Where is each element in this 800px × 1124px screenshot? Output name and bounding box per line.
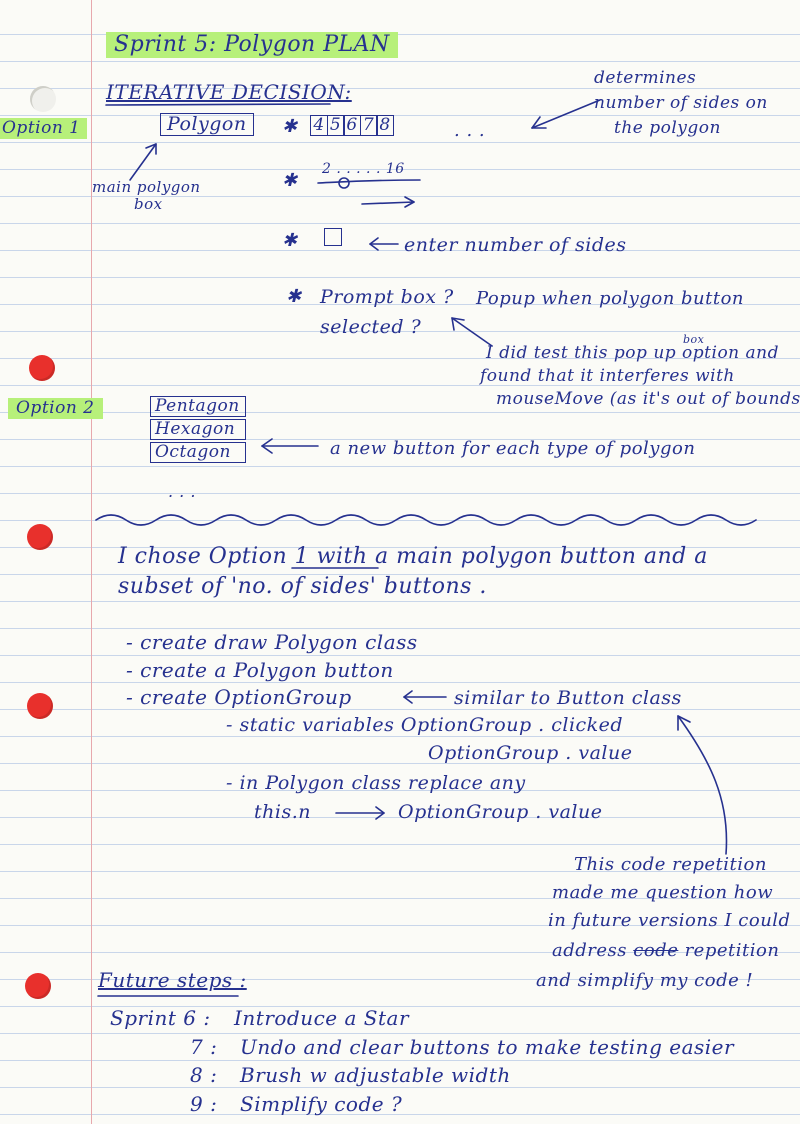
- heading-underline: [105, 103, 331, 106]
- arrow-head: [451, 317, 465, 331]
- arrow-head: [375, 806, 385, 820]
- task-item: - create draw Polygon class: [126, 630, 418, 654]
- task-item: OptionGroup . value: [398, 801, 603, 823]
- bullet-star: ✱: [286, 286, 302, 307]
- future-step-number: 9 :: [190, 1092, 218, 1116]
- task-note: similar to Button class: [454, 687, 682, 709]
- input-note: enter number of sides: [404, 234, 627, 256]
- side-note-line: the polygon: [614, 118, 721, 138]
- binder-hole: [30, 86, 56, 112]
- annotation-arrow: [531, 99, 601, 129]
- arrow-head: [369, 237, 379, 251]
- prompt-line: selected ?: [320, 316, 422, 338]
- future-step-number: Sprint 6 :: [110, 1006, 211, 1030]
- annotation-arrow: [129, 143, 157, 181]
- wavy-divider: [95, 514, 757, 526]
- number-button-sketch: 5: [326, 115, 345, 136]
- section-heading: ITERATIVE DECISION:: [106, 80, 352, 104]
- binder-hole: [27, 693, 53, 719]
- task-item: - create a Polygon button: [126, 658, 394, 682]
- choice-line: subset of 'no. of sides' buttons .: [118, 574, 487, 599]
- task-item: - static variables OptionGroup . clicked: [226, 714, 624, 736]
- popup-note: Popup when polygon button: [476, 288, 745, 309]
- page-title: Sprint 5: Polygon PLAN: [106, 32, 398, 58]
- shape-buttons-sketch: Pentagon Hexagon Octagon: [150, 396, 246, 465]
- binder-hole: [25, 973, 51, 999]
- future-step-text: Introduce a Star: [234, 1006, 410, 1030]
- number-button-sketch: 7: [359, 115, 378, 136]
- future-step-text: Simplify code ?: [240, 1092, 403, 1116]
- future-step-text: Brush w adjustable width: [240, 1063, 511, 1087]
- task-item: OptionGroup . value: [428, 742, 633, 764]
- binder-hole: [29, 355, 55, 381]
- margin-line: [91, 0, 92, 1124]
- main-box-note: box: [134, 195, 163, 213]
- shape-button-sketch: Pentagon: [150, 396, 246, 417]
- reflection-line: This code repetition: [574, 854, 767, 875]
- binder-hole: [27, 524, 53, 550]
- number-button-sketch: 8: [376, 115, 394, 136]
- future-title: Future steps :: [98, 968, 247, 992]
- number-button-sketch: 4: [310, 115, 328, 136]
- main-box-note: main polygon: [92, 178, 201, 196]
- reflection-line: and simplify my code !: [536, 970, 754, 991]
- arrow-head: [261, 438, 273, 454]
- choice-line: I chose Option 1 with a main polygon but…: [118, 544, 708, 569]
- annotation-arrow: [451, 317, 493, 347]
- option-2-label: Option 2: [8, 398, 103, 419]
- reflection-line: address code repetition: [552, 940, 780, 961]
- task-item: this.n: [254, 801, 311, 823]
- arrow-head: [145, 143, 157, 155]
- slider-direction-arrow: [361, 201, 415, 205]
- task-item: - create OptionGroup: [126, 685, 352, 709]
- future-step-text: Undo and clear buttons to make testing e…: [240, 1035, 735, 1059]
- bullet-star: ✱: [282, 230, 298, 251]
- slider-range-sketch: 2 . . . . . 16: [322, 161, 405, 177]
- reflection-arrow: [677, 715, 728, 855]
- test-note-line: mouseMove (as it's out of bounds): [496, 389, 800, 409]
- side-note-line: number of sides on: [594, 93, 768, 113]
- task-item: - in Polygon class replace any: [226, 772, 526, 794]
- reflection-line: in future versions I could: [548, 910, 791, 931]
- slider-knob-sketch: [338, 177, 350, 189]
- reflection-line: made me question how: [552, 882, 774, 903]
- polygon-button-sketch: Polygon: [160, 113, 254, 136]
- test-note-line: found that it interferes with: [480, 366, 735, 386]
- number-ellipsis: . . .: [454, 120, 486, 141]
- shape-ellipsis: . . .: [168, 482, 196, 501]
- arrow-head: [531, 116, 547, 129]
- prompt-line: Prompt box ?: [320, 286, 454, 308]
- shape-button-sketch: Octagon: [150, 442, 246, 463]
- side-note-line: determines: [594, 68, 697, 88]
- option-1-label: Option 1: [0, 118, 87, 139]
- test-note-superscript: box: [683, 333, 705, 346]
- bullet-star: ✱: [282, 116, 298, 137]
- test-note-line: I did test this pop up option and: [486, 343, 779, 363]
- arrow-head: [677, 715, 691, 731]
- number-input-sketch: [324, 228, 342, 246]
- arrow-head: [403, 690, 413, 704]
- shape-note: a new button for each type of polygon: [330, 438, 696, 459]
- slider-track-sketch: [317, 179, 421, 184]
- future-step-number: 8 :: [190, 1063, 218, 1087]
- future-step-number: 7 :: [190, 1035, 218, 1059]
- number-button-sketch: 6: [343, 115, 361, 136]
- arrow-head: [404, 196, 415, 208]
- bullet-star: ✱: [282, 170, 298, 191]
- shape-button-sketch: Hexagon: [150, 419, 246, 440]
